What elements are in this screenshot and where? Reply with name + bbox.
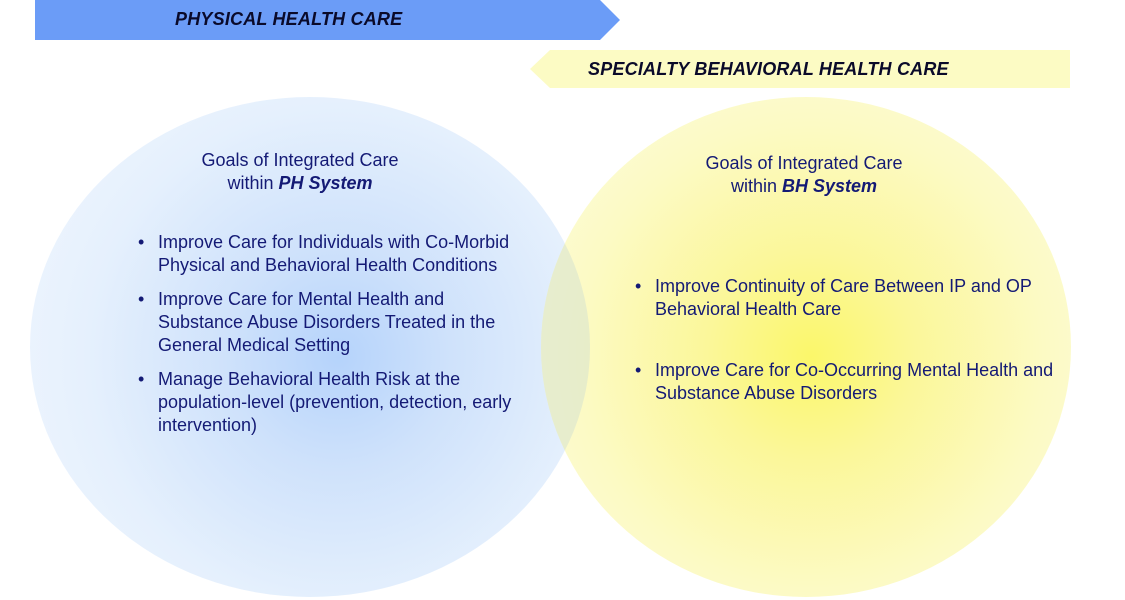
bh-goals-title-line1: Goals of Integrated Care (705, 153, 903, 173)
behavioral-health-banner-label: SPECIALTY BEHAVIORAL HEALTH CARE (588, 59, 949, 79)
behavioral-health-arrow-shape (530, 50, 1070, 88)
bh-goals-title: Goals of Integrated Care within BH Syste… (654, 152, 954, 198)
list-item: Improve Continuity of Care Between IP an… (635, 275, 1055, 321)
ph-system-label: PH System (278, 173, 373, 193)
physical-health-banner: PHYSICAL HEALTH CARE (35, 0, 620, 40)
list-item: Improve Care for Co-Occurring Mental Hea… (635, 359, 1055, 405)
bh-goals-title-prefix: within (730, 176, 782, 196)
behavioral-health-banner: SPECIALTY BEHAVIORAL HEALTH CARE (530, 50, 1070, 88)
physical-health-banner-label: PHYSICAL HEALTH CARE (175, 9, 403, 29)
ph-goals-title-line2: within PH System (150, 172, 450, 195)
behavioral-health-circle (541, 97, 1071, 597)
physical-health-arrow-shape (35, 0, 620, 40)
bh-goals-list: Improve Continuity of Care Between IP an… (635, 275, 1055, 405)
ph-goals-title: Goals of Integrated Care within PH Syste… (150, 149, 450, 195)
list-item: Improve Care for Mental Health and Subst… (138, 288, 518, 357)
list-item: Improve Care for Individuals with Co-Mor… (138, 231, 518, 277)
ph-goals-list: Improve Care for Individuals with Co-Mor… (138, 231, 518, 448)
ph-goals-title-prefix: within (227, 173, 279, 193)
list-item: Manage Behavioral Health Risk at the pop… (138, 368, 518, 437)
ph-goals-title-line1: Goals of Integrated Care (201, 150, 399, 170)
bh-goals-title-line2: within BH System (654, 175, 954, 198)
bh-system-label: BH System (781, 176, 878, 196)
